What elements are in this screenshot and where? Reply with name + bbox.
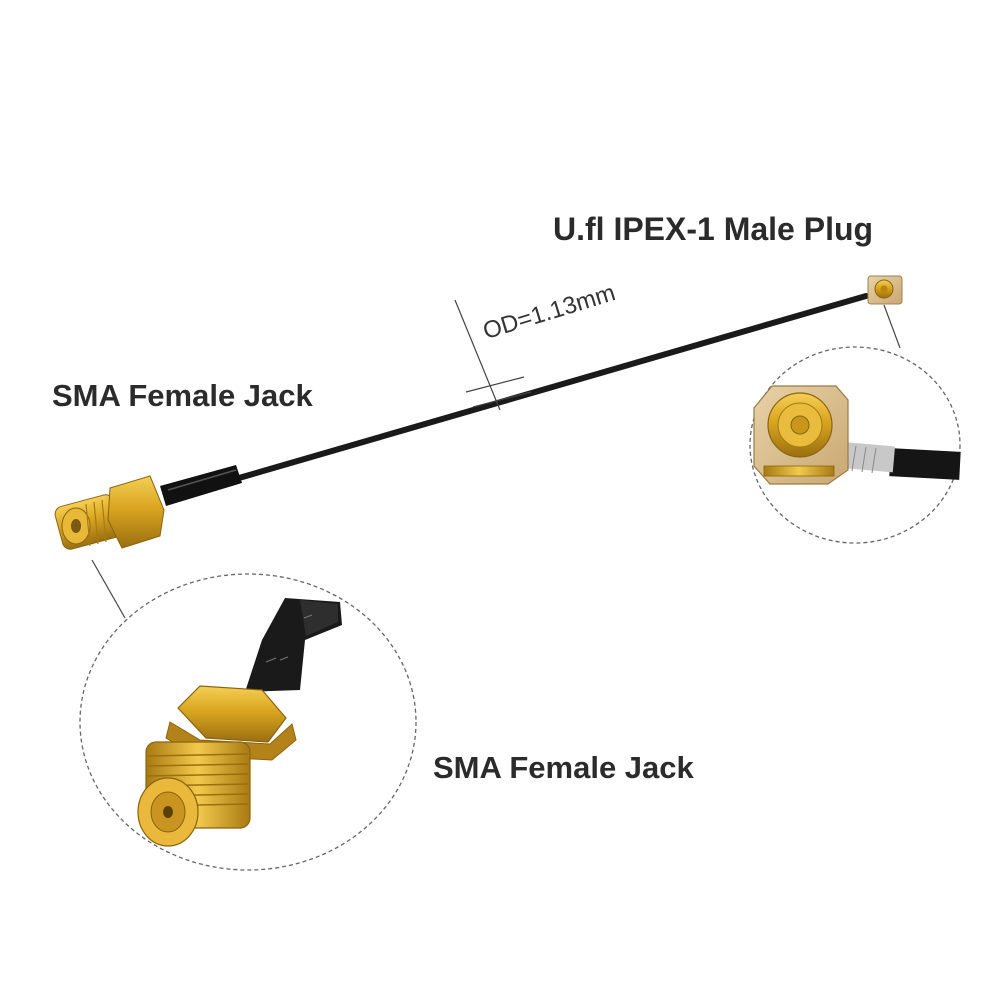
cable: [160, 293, 869, 506]
ufl-plug: [867, 275, 903, 349]
od-dimension-marks: [454, 299, 532, 411]
sma-detail-label: SMA Female Jack: [433, 750, 694, 785]
sma-jack-label: SMA Female Jack: [52, 378, 313, 413]
sma-connector: [54, 475, 165, 619]
ufl-detail-circle: [749, 346, 961, 544]
sma-detail-circle: [79, 573, 417, 871]
ufl-plug-label: U.fl IPEX-1 Male Plug: [553, 211, 874, 247]
